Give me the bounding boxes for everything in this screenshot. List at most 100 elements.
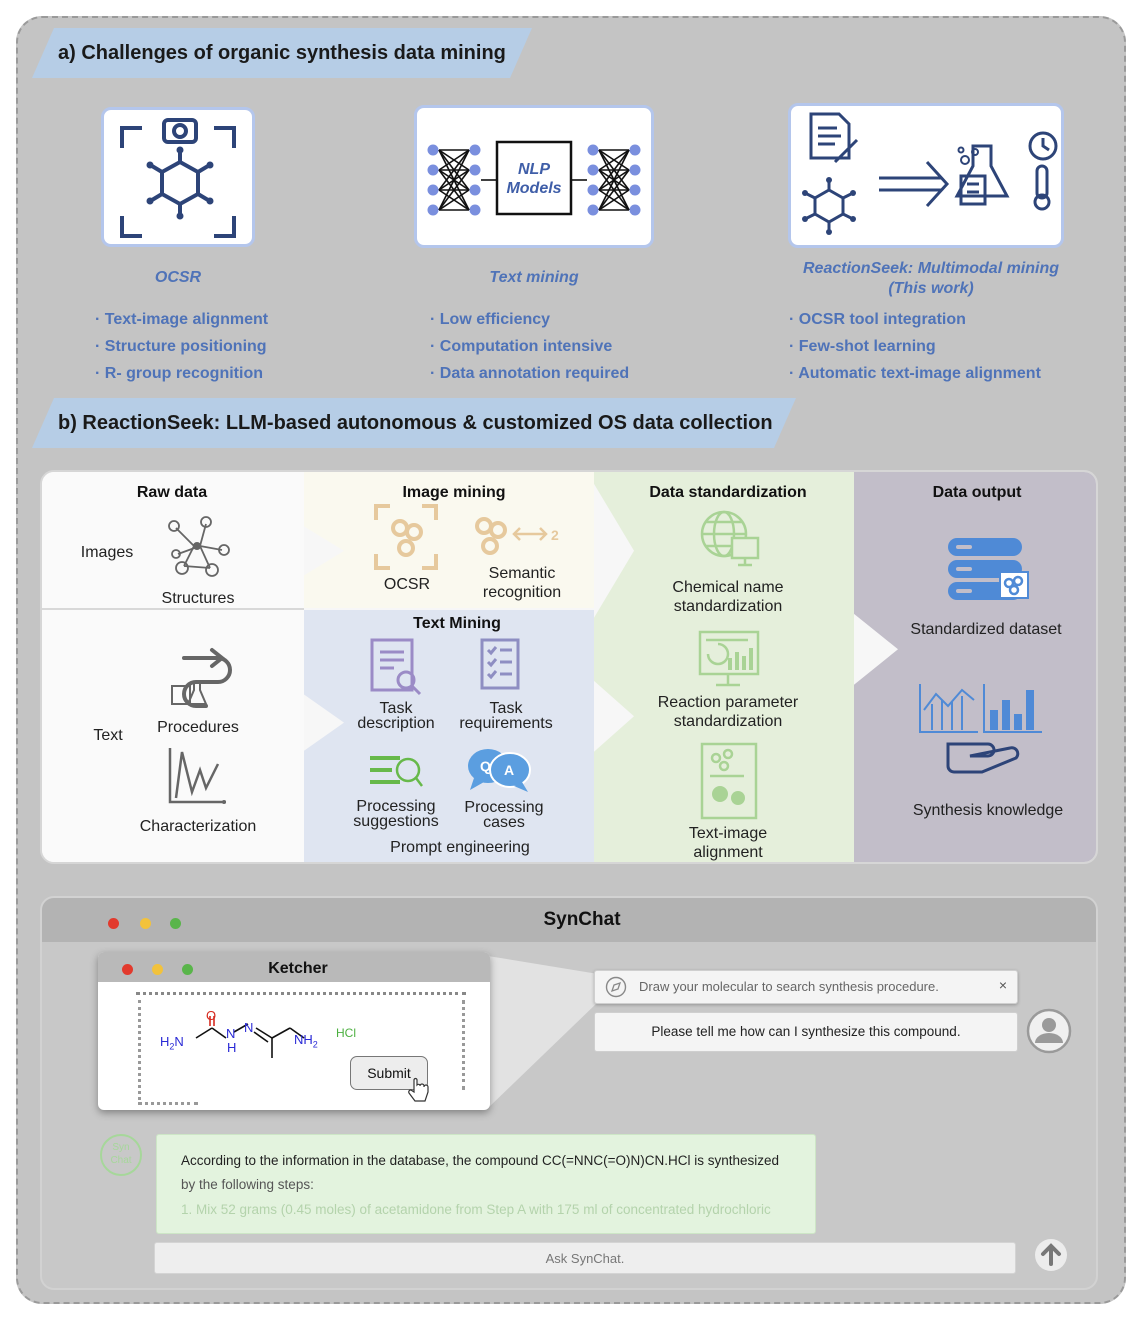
bot-avatar: Syn Chat	[100, 1134, 142, 1176]
text-mining-column	[304, 610, 594, 864]
bullet-item: Data annotation required	[430, 360, 629, 387]
atom-n-left: N	[174, 1034, 184, 1049]
output-column	[854, 472, 1096, 862]
search-hint-box[interactable]: Draw your molecular to search synthesis …	[594, 970, 1018, 1004]
ocsr-caption: OCSR	[154, 269, 202, 286]
processing-suggestions-label: Processing suggestions	[353, 798, 439, 830]
atom-nh2: NH2	[294, 1032, 318, 1050]
processing-cases-label: Processing cases	[464, 799, 544, 831]
atom-h: H	[160, 1034, 170, 1049]
structures-label: Structures	[161, 590, 235, 607]
prompt-engineering-label: Prompt engineering	[390, 839, 530, 856]
semantic-recognition-label: Semantic recognition	[482, 565, 562, 601]
svg-text:A: A	[504, 762, 514, 778]
ask-input[interactable]: Ask SynChat.	[154, 1242, 1016, 1274]
close-icon[interactable]: ×	[998, 977, 1007, 993]
user-message-text: Please tell me how can I synthesize this…	[651, 1024, 961, 1039]
bullet-item: Automatic text-image alignment	[789, 360, 1041, 387]
section-a-title: a) Challenges of organic synthesis data …	[32, 28, 532, 78]
alignment-doc-icon	[700, 742, 758, 820]
ketcher-left-toolbar[interactable]	[138, 1000, 144, 1100]
molecule-structure-icon	[168, 516, 230, 577]
bullet-item: Low efficiency	[430, 306, 629, 333]
bullet-item: OCSR tool integration	[789, 306, 1041, 333]
standardized-dataset-label: Standardized dataset	[910, 621, 1062, 638]
multimodal-icon	[802, 112, 1058, 235]
ketcher-close-dot[interactable]	[122, 964, 133, 975]
bot-reply-line-2: by the following steps:	[181, 1177, 314, 1192]
ask-input-placeholder: Ask SynChat.	[545, 1251, 625, 1266]
bullet-item: R- group recognition	[95, 360, 268, 387]
synchat-window: SynChat Ketcher O H2N N H N NH2 HCl Subm…	[40, 896, 1098, 1290]
bot-reply-line-3: 1. Mix 52 grams (0.45 moles) of acetamid…	[181, 1202, 771, 1217]
characterization-label: Characterization	[139, 818, 257, 835]
atom-h2n-sub: 2	[169, 1041, 175, 1052]
compass-icon	[605, 976, 627, 998]
text-mining-bullets: Low efficiency Computation intensive Dat…	[430, 306, 629, 387]
raw-data-header: Raw data	[136, 484, 208, 501]
raw-divider	[42, 608, 304, 610]
bullet-item: Computation intensive	[430, 333, 629, 360]
ketcher-window: Ketcher O H2N N H N NH2 HCl Submit	[98, 952, 490, 1110]
user-avatar-icon	[1026, 1008, 1072, 1054]
ketcher-right-toolbar[interactable]	[462, 1000, 468, 1090]
task-requirements-label: Task requirements	[459, 700, 553, 732]
atom-h2n: H2N	[160, 1034, 184, 1052]
reaction-parameter-label: Reaction parameter standardization	[657, 694, 799, 730]
bot-reply-bubble: According to the information in the data…	[156, 1134, 816, 1234]
text-mining-card: NLP Models	[414, 105, 654, 248]
characterization-icon	[168, 748, 226, 804]
bullet-item: Few-shot learning	[789, 333, 1041, 360]
task-description-icon	[370, 638, 422, 696]
globe-monitor-icon	[700, 510, 760, 567]
user-message-bubble: Please tell me how can I synthesize this…	[594, 1012, 1018, 1052]
ocsr-card	[101, 107, 255, 247]
section-b-title: b) ReactionSeek: LLM-based autonomous & …	[32, 398, 796, 448]
procedures-label: Procedures	[157, 719, 239, 736]
synthesis-knowledge-label: Synthesis knowledge	[912, 802, 1064, 819]
bot-reply-line-1: According to the information in the data…	[181, 1153, 780, 1168]
standardization-header: Data standardization	[649, 484, 807, 501]
synchat-title: SynChat	[543, 909, 621, 930]
atom-nh2-sub: 2	[312, 1039, 318, 1050]
maximize-window-dot[interactable]	[170, 918, 181, 929]
knowledge-icon	[919, 684, 1042, 774]
hcl-label: HCl	[336, 1026, 356, 1040]
neural-network-icon	[427, 140, 641, 216]
task-requirements-icon	[480, 638, 520, 690]
image-mining-header: Image mining	[402, 484, 506, 501]
bullet-item: Structure positioning	[95, 333, 268, 360]
ketcher-connector	[488, 956, 598, 1108]
close-window-dot[interactable]	[108, 918, 119, 929]
text-label: Text	[93, 727, 123, 744]
atom-nh: N	[226, 1026, 236, 1041]
bot-avatar-label: Syn Chat	[110, 1142, 132, 1166]
minimize-window-dot[interactable]	[140, 918, 151, 929]
ketcher-bottom-toolbar[interactable]	[138, 1102, 198, 1108]
ketcher-titlebar	[98, 952, 490, 982]
multimodal-caption: ReactionSeek: Multimodal mining (This wo…	[802, 260, 1060, 297]
atom-n-double: N	[244, 1020, 254, 1035]
output-header: Data output	[932, 484, 1022, 501]
image-ocsr-label: OCSR	[383, 576, 431, 593]
ketcher-submit-button[interactable]: Submit	[350, 1056, 428, 1090]
text-mining-header: Text Mining	[413, 615, 501, 632]
atom-nh2-text: NH	[294, 1032, 313, 1047]
send-arrow-icon[interactable]	[1034, 1238, 1068, 1272]
workflow-panel: Raw data Image mining Text Mining Data s…	[40, 470, 1098, 864]
task-description-label: Task description	[357, 700, 435, 732]
semantic-recognition-icon	[475, 517, 548, 555]
image-mining-column	[304, 472, 594, 608]
svg-text:Q: Q	[480, 758, 491, 774]
text-image-alignment-label: Text-image alignment	[688, 825, 768, 861]
ketcher-maximize-dot[interactable]	[182, 964, 193, 975]
atom-nh-h: H	[227, 1040, 237, 1055]
ketcher-toolbar[interactable]	[136, 992, 466, 998]
nlp-models-label: NLP Models	[506, 161, 562, 197]
ocsr-bullets: Text-image alignment Structure positioni…	[95, 306, 268, 387]
search-hint-text: Draw your molecular to search synthesis …	[639, 979, 939, 994]
ketcher-minimize-dot[interactable]	[152, 964, 163, 975]
multimodal-bullets: OCSR tool integration Few-shot learning …	[789, 306, 1041, 387]
images-label: Images	[80, 544, 134, 561]
